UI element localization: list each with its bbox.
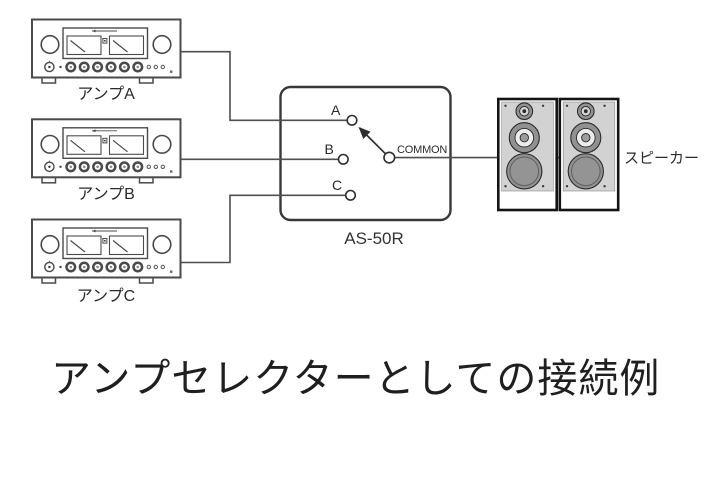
selector-model-label: AS-50R (344, 228, 404, 248)
amplifier-a-illustration (30, 18, 182, 85)
speaker-right-illustration (558, 97, 620, 212)
speakers-label: スピーカー (624, 149, 700, 167)
amplifier-c-label: アンプC (76, 288, 136, 305)
amplifier-c-illustration (30, 218, 182, 285)
terminal-b-circle (337, 153, 349, 165)
terminal-a-label: A (331, 101, 341, 118)
selector-arm-arrow (358, 126, 386, 155)
common-terminal-label: COMMON (397, 143, 448, 156)
terminal-c-circle (344, 189, 357, 201)
amplifier-a-label: アンプA (77, 86, 135, 103)
speaker-left-illustration (496, 97, 559, 212)
amplifier-b-illustration (30, 118, 182, 185)
wire-amp-a-to-selector (181, 50, 348, 122)
diagram-caption: アンプセレクターとしての接続例 (51, 357, 661, 401)
terminal-b-label: B (324, 140, 334, 157)
terminal-c-label: C (332, 176, 343, 193)
common-terminal-circle (383, 151, 396, 164)
wire-amp-c-to-selector (181, 194, 346, 264)
amplifier-b-label: アンプB (77, 186, 135, 203)
terminal-a-circle (346, 114, 358, 126)
